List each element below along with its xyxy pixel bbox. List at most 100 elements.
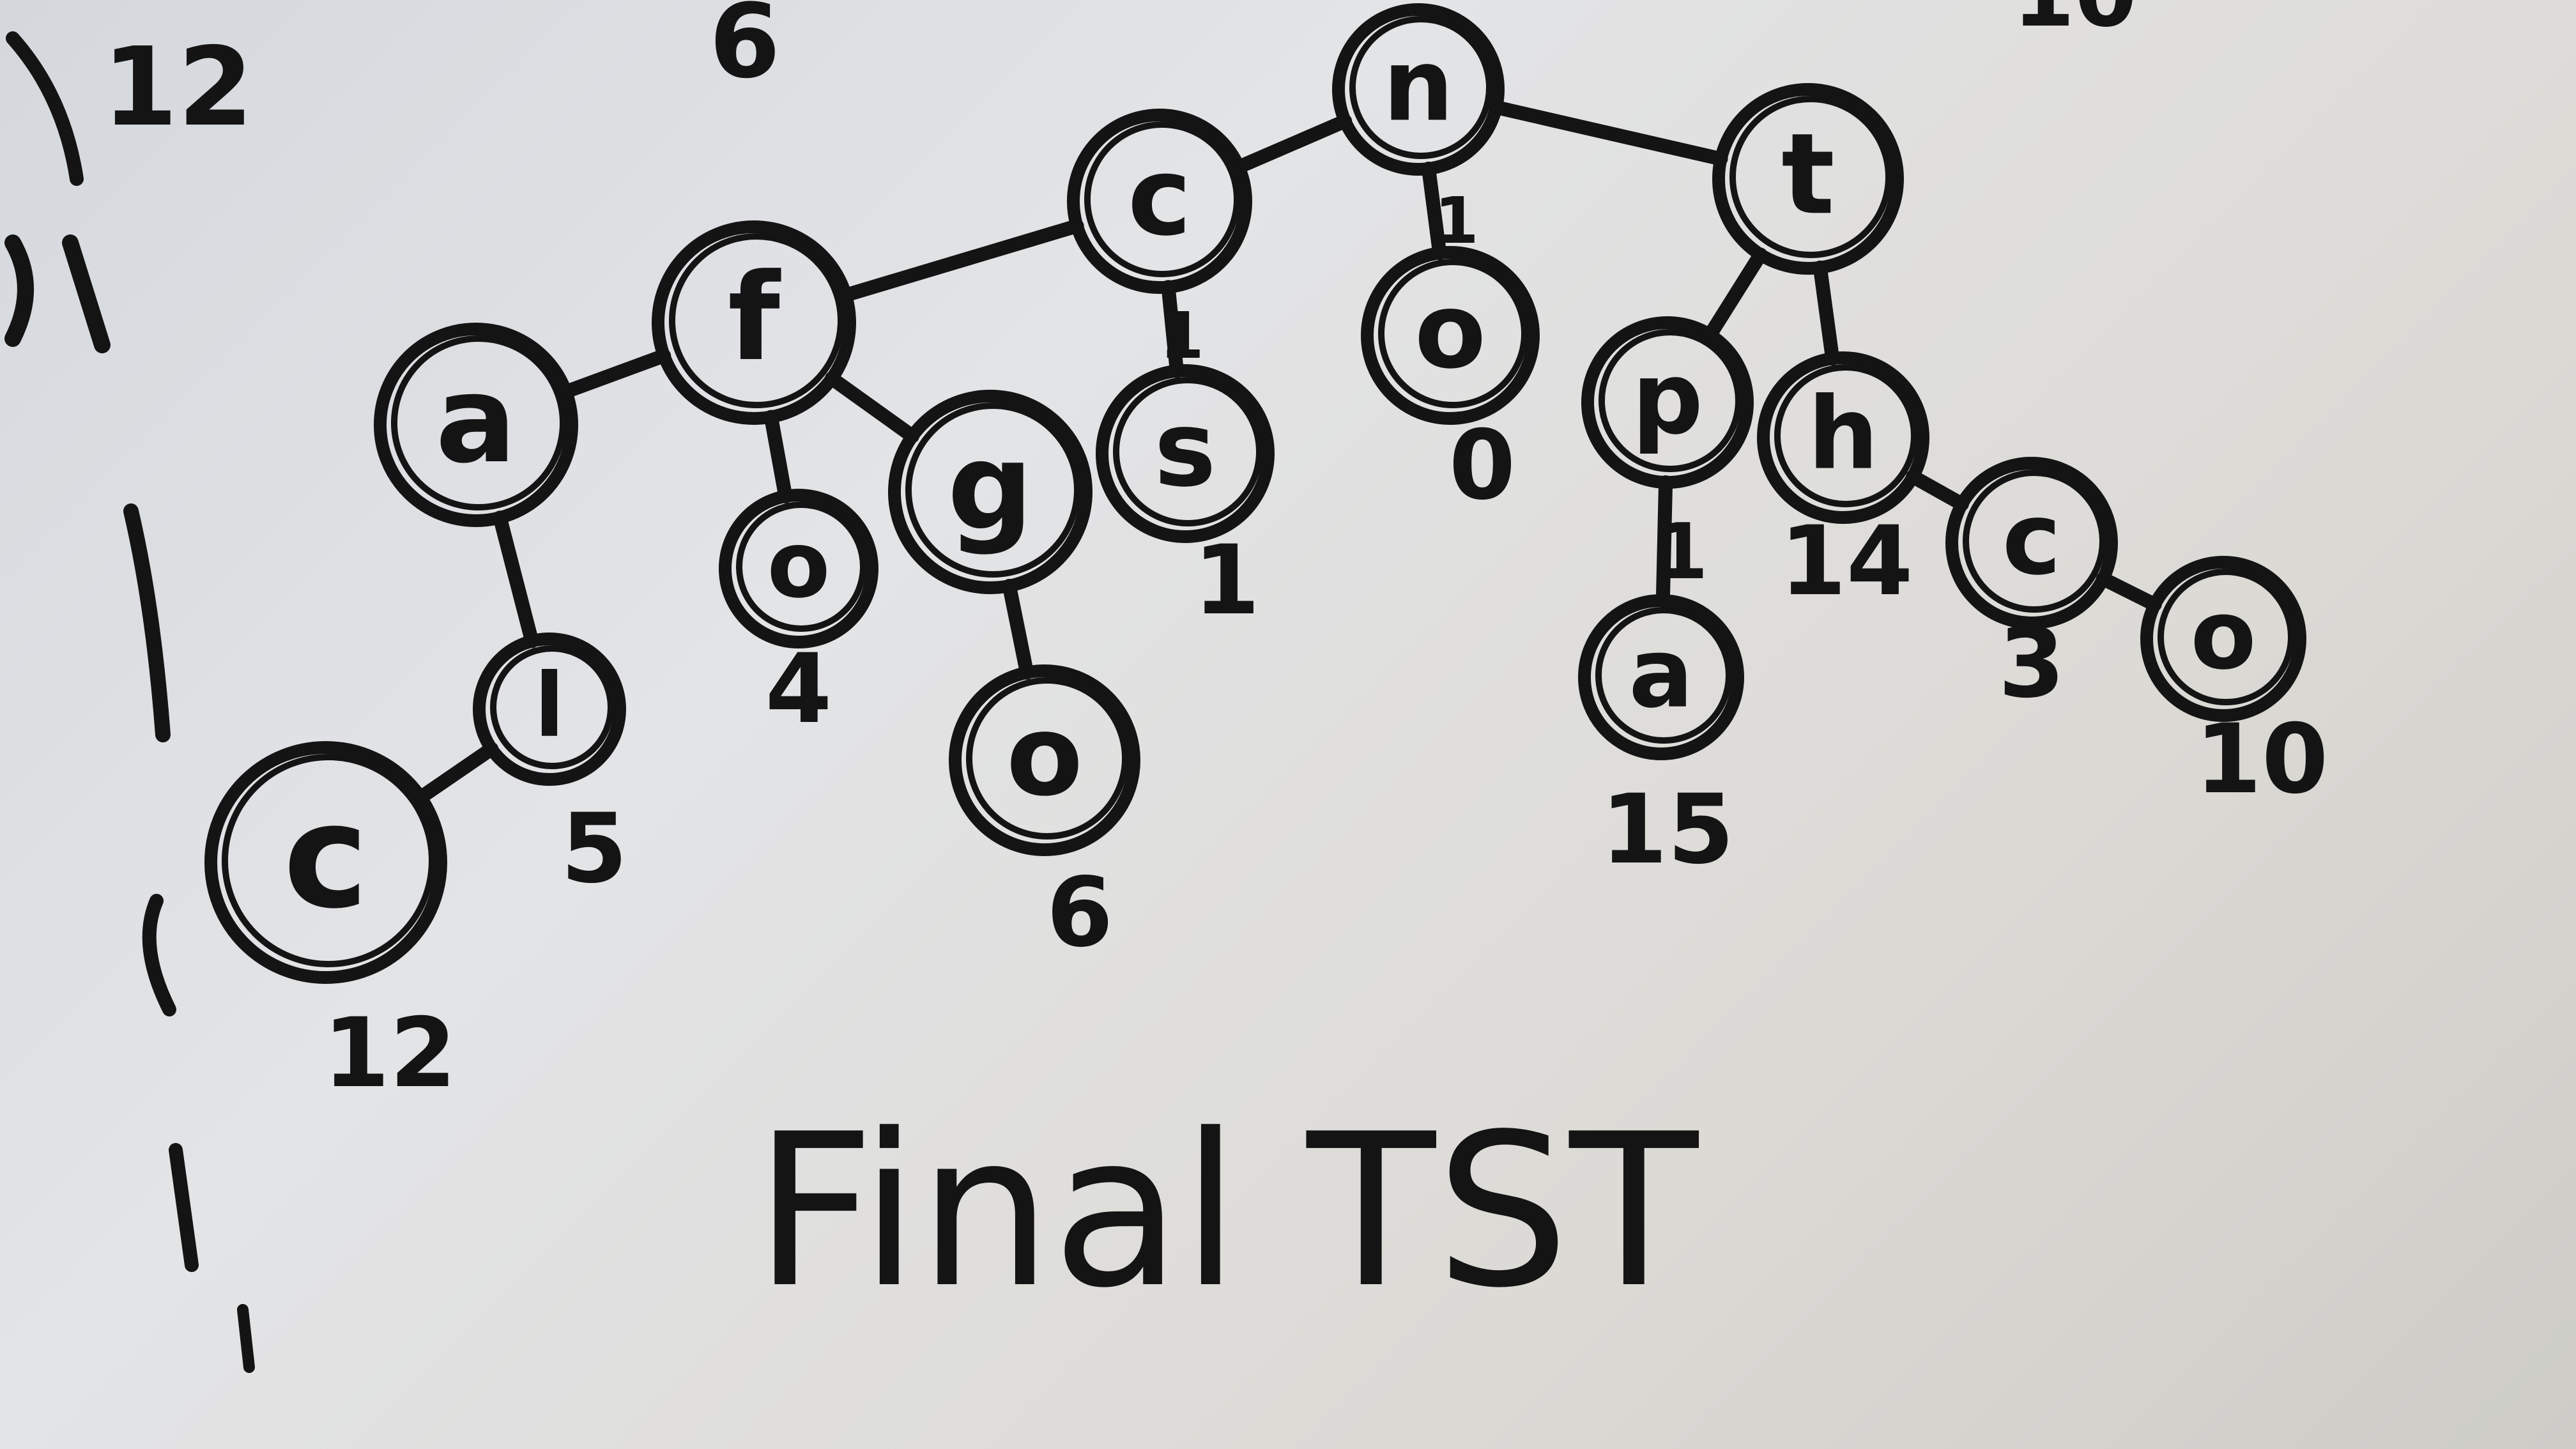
node-value: 1 xyxy=(1193,525,1260,636)
node-circle-inner xyxy=(905,402,1080,578)
edge-mark-n-o: 1 xyxy=(1434,183,1479,258)
node-circle-inner xyxy=(736,502,866,632)
node-circle-outer xyxy=(949,664,1140,856)
node-label: c xyxy=(2002,481,2061,597)
node-a1: a xyxy=(374,323,578,527)
node-circle-inner xyxy=(1595,607,1732,744)
node-o10: o 10 xyxy=(2140,556,2329,815)
margin-stroke-left-5 xyxy=(169,1143,199,1272)
node-label: c xyxy=(1128,134,1192,259)
node-label: o xyxy=(767,511,831,618)
margin-stroke-left-1 xyxy=(4,234,34,347)
node-circle-outer xyxy=(652,220,856,425)
node-circle-outer xyxy=(1361,246,1540,425)
node-circle-outer xyxy=(888,390,1092,594)
node-label: a xyxy=(1629,618,1693,730)
node-circle-outer xyxy=(204,741,447,984)
edge-n-o0 xyxy=(1422,161,1447,261)
node-circle-outer xyxy=(1712,83,1904,275)
node-circle-inner xyxy=(1963,470,2106,613)
node-t: t xyxy=(1712,83,1904,275)
node-c1: c xyxy=(1067,109,1252,294)
edge-f-a1 xyxy=(558,348,671,399)
node-value: 14 xyxy=(1780,506,1913,617)
node-value: 4 xyxy=(765,634,832,745)
node-value: 5 xyxy=(561,793,627,905)
node-label: f xyxy=(728,248,781,388)
diagram-title: Final TST xyxy=(754,1089,1701,1334)
edge-n-t xyxy=(1489,100,1728,166)
node-circle-inner xyxy=(490,645,614,769)
node-circle-outer xyxy=(1096,364,1275,543)
node-circle-inner xyxy=(391,335,566,510)
node-label: o xyxy=(1414,271,1486,392)
edge-n-c1 xyxy=(1231,114,1353,174)
node-circle-outer xyxy=(1067,109,1252,294)
node-circle-inner xyxy=(1378,259,1528,408)
edge-c1-s xyxy=(1161,280,1184,378)
node-value: 0 xyxy=(1449,410,1515,521)
edge-c1-f xyxy=(838,218,1084,303)
node-circle-outer xyxy=(1581,316,1754,489)
node-o0: o0 xyxy=(1361,246,1540,521)
node-label: s xyxy=(1154,389,1216,510)
edge-f-o4 xyxy=(763,410,793,503)
edge-h-c3 xyxy=(1906,470,1969,511)
margin-number-top-right: 10 xyxy=(2012,0,2137,47)
edge-g-o6 xyxy=(1002,579,1034,680)
node-c2: c 12 xyxy=(204,741,457,1109)
node-value: 6 xyxy=(1046,857,1113,969)
node-value: 12 xyxy=(323,998,457,1109)
edge-p-a2 xyxy=(1655,475,1673,608)
node-circle-outer xyxy=(1332,3,1505,176)
node-value: 3 xyxy=(1998,608,2065,719)
edge-t-h xyxy=(1813,260,1840,366)
edge-a1-l xyxy=(493,510,539,648)
edge-l-c2 xyxy=(413,742,499,805)
node-label: h xyxy=(1807,376,1878,492)
node-label: p xyxy=(1632,341,1703,457)
node-circle-inner xyxy=(222,754,435,967)
margin-stroke-left-2 xyxy=(62,234,111,353)
node-l: l5 xyxy=(473,632,627,905)
node-o6: o6 xyxy=(949,664,1140,969)
node-value: 15 xyxy=(1601,774,1735,885)
edge-c3-o10 xyxy=(2096,571,2162,612)
node-label: c xyxy=(283,773,368,940)
node-o4: o4 xyxy=(719,489,878,745)
node-circle-inner xyxy=(1084,121,1240,277)
node-label: g xyxy=(947,417,1034,557)
node-circle-inner xyxy=(1598,329,1742,472)
node-label: o xyxy=(2190,580,2256,691)
node-value: 10 xyxy=(2195,704,2329,815)
margin-stroke-top-left xyxy=(6,31,84,186)
margin-number-top: 6 xyxy=(709,0,780,101)
margin-stroke-left-4 xyxy=(142,894,176,1016)
node-circle-outer xyxy=(473,632,626,786)
margin-stroke-left-6 xyxy=(237,1304,255,1373)
node-circle-inner xyxy=(669,233,844,408)
node-h: h 14 xyxy=(1757,351,1929,617)
node-circle-inner xyxy=(966,677,1128,839)
node-circle-inner xyxy=(2158,569,2294,705)
node-g: g xyxy=(888,390,1092,594)
node-n: n xyxy=(1332,3,1505,176)
node-label: o xyxy=(1006,691,1083,821)
tree-edges xyxy=(413,100,2162,805)
node-a2: a 15 xyxy=(1578,594,1744,885)
node-circle-outer xyxy=(374,323,578,527)
node-label: a xyxy=(436,350,517,490)
node-circle-outer xyxy=(1578,594,1744,760)
node-label: t xyxy=(1781,110,1835,240)
node-circle-outer xyxy=(2140,556,2306,722)
node-circle-inner xyxy=(1113,377,1262,526)
edge-mark-p-a: 1 xyxy=(1655,508,1708,597)
edge-f-g xyxy=(824,371,920,443)
node-circle-inner xyxy=(1349,16,1492,159)
node-circle-outer xyxy=(719,489,878,648)
node-f: f xyxy=(652,220,856,425)
edge-mark-c-s: 1 xyxy=(1160,298,1204,373)
node-circle-inner xyxy=(1774,364,1917,507)
node-s: s1 xyxy=(1096,364,1275,636)
